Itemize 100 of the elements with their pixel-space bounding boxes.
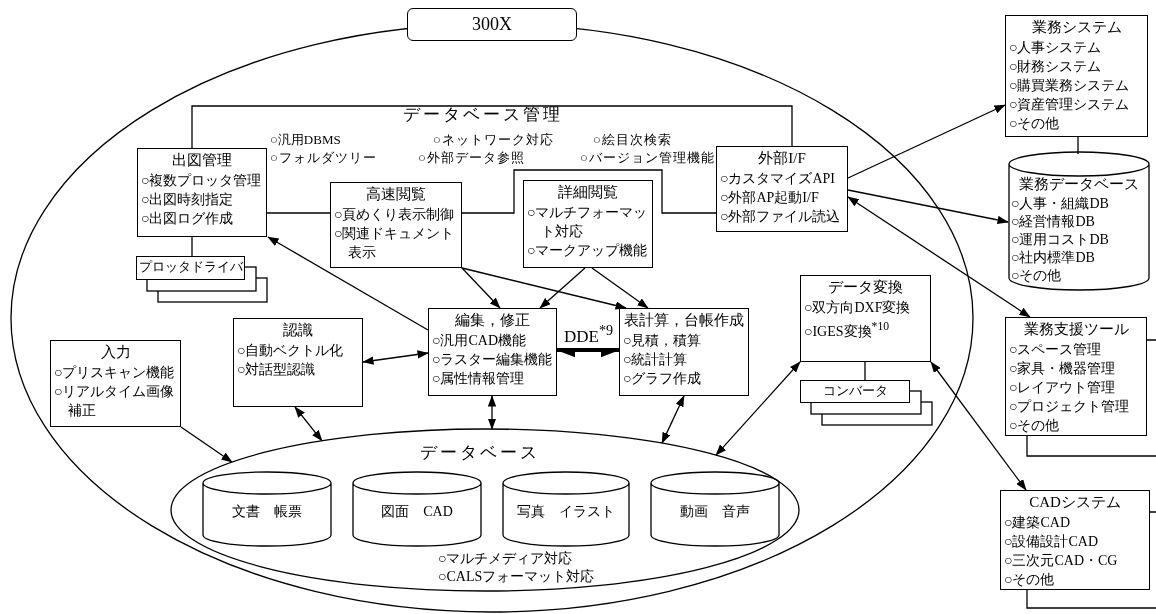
list-item: ○その他 bbox=[1004, 571, 1056, 589]
box-heading: CADシステム bbox=[1028, 493, 1122, 512]
list-item: ○プリスキャン機能 bbox=[54, 364, 176, 382]
list-item: ○統計計算 bbox=[623, 351, 689, 369]
list-item: ○リアルタイム画像補正 bbox=[54, 383, 176, 420]
function-box bbox=[619, 308, 749, 396]
list-item: ○プロジェクト管理 bbox=[1009, 398, 1131, 416]
list-item: ○資産管理システム bbox=[1009, 96, 1131, 114]
list-item: ○ネットワーク対応 bbox=[433, 131, 554, 149]
cylinder-label: 写真 イラスト bbox=[516, 503, 616, 521]
arrow bbox=[461, 267, 627, 310]
box-heading: 高速閲覧 bbox=[365, 185, 427, 204]
function-box bbox=[1005, 317, 1147, 436]
arrow bbox=[847, 104, 1006, 179]
list-item: ○スペース管理 bbox=[1009, 341, 1103, 359]
function-box bbox=[233, 318, 363, 407]
list-item: ○人事システム bbox=[1009, 39, 1103, 57]
connector-line bbox=[191, 236, 193, 257]
list-item: ○レイアウト管理 bbox=[1009, 379, 1117, 397]
list-item: ○人事・組織DB bbox=[1011, 195, 1110, 213]
list-item: ○その他 bbox=[1009, 417, 1061, 435]
list-item: ○自動ベクトル化 bbox=[237, 342, 345, 360]
arrow bbox=[539, 267, 586, 309]
list-item: ○経営情報DB bbox=[1011, 213, 1096, 231]
list-item: ○マークアップ機能 bbox=[527, 242, 649, 260]
box-heading: 認識 bbox=[282, 321, 314, 340]
box-heading: 編集，修正 bbox=[454, 311, 531, 330]
list-item: ○設備設計CAD bbox=[1004, 533, 1099, 551]
arrow bbox=[294, 406, 323, 442]
list-item: ○その他 bbox=[1009, 115, 1061, 133]
connector-line bbox=[191, 105, 793, 149]
connector-line bbox=[266, 212, 331, 214]
list-item: ○関連ドキュメント表示 bbox=[334, 225, 456, 262]
cylinder-label: 動画 音声 bbox=[679, 503, 751, 521]
box-heading: 業務支援ツール bbox=[1022, 320, 1130, 339]
database-ellipse bbox=[170, 428, 800, 592]
box-heading: 出図管理 bbox=[171, 151, 233, 170]
box-heading: 詳細閲覧 bbox=[557, 183, 619, 202]
box-heading: 業務データベース bbox=[1018, 175, 1140, 194]
list-item: ○社内標準DB bbox=[1011, 249, 1096, 267]
list-item: ○カスタマイズAPI bbox=[720, 170, 836, 188]
arrow bbox=[715, 361, 801, 456]
list-item: ○対話型認識 bbox=[237, 361, 317, 379]
list-item: ○三次元CAD・CG bbox=[1004, 552, 1119, 570]
list-item: ○マルチフォーマット対応 bbox=[527, 204, 649, 241]
arrow bbox=[267, 236, 429, 331]
list-item: ○グラフ作成 bbox=[623, 370, 703, 388]
arrow bbox=[487, 395, 497, 430]
list-item: ○汎用DBMS bbox=[270, 131, 341, 149]
list-item: ○複数プロッタ管理 bbox=[141, 172, 263, 190]
function-box bbox=[50, 340, 181, 427]
arrow bbox=[591, 267, 649, 309]
function-box bbox=[428, 308, 557, 396]
box-heading: 外部I/F bbox=[757, 149, 807, 168]
list-item: ○出図時刻指定 bbox=[141, 191, 235, 209]
list-item: ○CALSフォーマット対応 bbox=[438, 568, 595, 586]
cylinder-label: 図面 CAD bbox=[380, 503, 454, 521]
function-box bbox=[1000, 490, 1150, 590]
list-item: ○外部ファイル読込 bbox=[720, 208, 842, 226]
list-item: ○購買業務システム bbox=[1009, 77, 1131, 95]
list-item: ○マルチメディア対応 bbox=[438, 550, 573, 568]
list-item: ○フォルダツリー bbox=[270, 149, 377, 167]
box-label: コンバータ bbox=[821, 382, 889, 400]
list-item: ○外部AP起動I/F bbox=[720, 189, 820, 207]
connector-line bbox=[1077, 136, 1079, 155]
list-item: ○建築CAD bbox=[1004, 514, 1071, 532]
arrow bbox=[461, 267, 501, 309]
list-item: ○その他 bbox=[1011, 267, 1063, 285]
section-heading: データベース bbox=[420, 444, 540, 462]
arrow bbox=[362, 350, 429, 365]
function-box bbox=[716, 146, 848, 232]
cylinder-label: 文書 帳票 bbox=[231, 503, 303, 521]
list-item: ○家具・機器管理 bbox=[1009, 360, 1117, 378]
arrow bbox=[661, 395, 685, 444]
list-item: ○属性情報管理 bbox=[432, 370, 526, 388]
list-item: ○ラスター編集機能 bbox=[432, 351, 553, 369]
function-box bbox=[1005, 15, 1148, 137]
system-ellipse bbox=[10, 8, 975, 614]
arrow bbox=[180, 426, 233, 463]
list-item: ○運用コストDB bbox=[1011, 231, 1110, 249]
box-heading: 表計算，台帳作成 bbox=[623, 311, 745, 330]
list-item: ○双方向DXF変換 bbox=[804, 299, 912, 317]
list-item: ○財務システム bbox=[1009, 58, 1103, 76]
list-item: ○バージョン管理機能 bbox=[580, 149, 715, 167]
list-item: ○外部データ参照 bbox=[418, 149, 525, 167]
function-box bbox=[137, 148, 267, 237]
list-item: ○出図ログ作成 bbox=[141, 210, 235, 228]
box-heading: 入力 bbox=[99, 343, 132, 362]
title-tab: 300X bbox=[407, 8, 577, 41]
section-heading: データベース管理 bbox=[403, 106, 563, 124]
box-label: プロッタドライバ bbox=[137, 258, 244, 276]
list-item: ○IGES変換$^{*10}$ bbox=[804, 319, 891, 341]
arrow bbox=[847, 189, 1009, 225]
arrow bbox=[930, 361, 1027, 491]
list-item: ○絵目次検索 bbox=[593, 131, 672, 149]
stacked-box bbox=[800, 380, 910, 403]
box-heading: データ変換 bbox=[827, 278, 904, 297]
function-box bbox=[523, 180, 653, 268]
function-box bbox=[800, 275, 931, 362]
arrow bbox=[847, 196, 1031, 318]
